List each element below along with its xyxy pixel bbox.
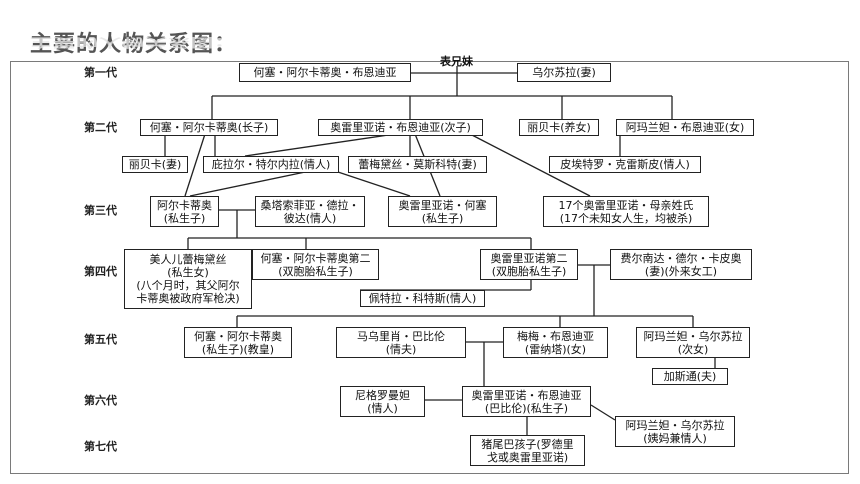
person-label-line: 阿尔卡蒂奥 — [157, 198, 212, 212]
person-label-line: (雷纳塔)(女) — [524, 342, 587, 356]
person-label-line: 尼格罗曼妲 — [355, 388, 410, 402]
person-box: 阿玛兰妲・乌尔苏拉(次女) — [636, 327, 750, 358]
person-box: 佩特拉・科特斯(情人) — [360, 290, 485, 307]
person-label-line: 阿玛兰妲・布恩迪亚(女) — [625, 121, 745, 134]
person-label-line: (私生子) — [163, 211, 206, 225]
person-label-line: 奥雷里亚诺第二 — [490, 251, 568, 265]
person-label-line: (次女) — [677, 342, 709, 356]
generation-label-7: 第七代 — [84, 440, 117, 453]
person-label-line: 美人儿蕾梅黛丝 — [149, 253, 227, 266]
person-box: 费尔南达・德尔・卡皮奥(妻)(外来女工) — [610, 249, 752, 280]
person-label-line: (情人) — [367, 401, 398, 415]
person-box: 阿玛兰妲・乌尔苏拉(姨妈兼情人) — [615, 416, 735, 447]
person-label-line: 卡蒂奥被政府军枪决) — [136, 292, 240, 305]
person-label-line: (17个未知女人生，均被杀) — [559, 211, 693, 225]
person-label-line: 阿玛兰妲・乌尔苏拉 — [625, 418, 725, 432]
person-label-line: (双胞胎私生子) — [278, 264, 353, 278]
person-label-line: 奥雷里亚诺・何塞 — [398, 198, 487, 212]
person-box: 蕾梅黛丝・莫斯科特(妻) — [348, 156, 487, 173]
person-label-line: (妻)(外来女工) — [644, 264, 718, 278]
person-box: 猪尾巴孩子(罗德里戈或奥雷里亚诺) — [470, 435, 585, 466]
person-label-line: 桑塔索菲亚・德拉・ — [260, 198, 360, 212]
person-box: 何塞・阿尔卡蒂奥・布恩迪亚 — [239, 63, 411, 82]
person-label-line: 何塞・阿尔卡蒂奥第二 — [260, 251, 371, 265]
person-label-line: 马乌里肖・巴比伦 — [357, 329, 445, 343]
person-label-line: (私生子)(教皇) — [201, 342, 275, 356]
person-box: 17个奥雷里亚诺・母亲姓氏(17个未知女人生，均被杀) — [543, 196, 709, 227]
person-label-line: (私生子) — [421, 211, 464, 225]
person-box: 美人儿蕾梅黛丝(私生女)(八个月时，其父阿尔卡蒂奥被政府军枪决) — [124, 249, 252, 309]
person-label-line: 何塞・阿尔卡蒂奥 — [194, 329, 282, 343]
person-label-line: 丽贝卡(妻) — [128, 158, 182, 171]
person-label-line: 丽贝卡(养女) — [527, 121, 591, 134]
person-label-line: 加斯通(夫) — [663, 370, 717, 383]
person-label-line: (双胞胎私生子) — [491, 264, 567, 278]
person-label-line: 戈或奥雷里亚诺) — [486, 450, 569, 464]
relation-cousins-label: 表兄妹 — [440, 55, 473, 68]
person-box: 尼格罗曼妲(情人) — [340, 386, 425, 417]
person-label-line: 猪尾巴孩子(罗德里 — [481, 437, 574, 451]
generation-label-4: 第四代 — [84, 265, 117, 278]
person-label-line: 阿玛兰妲・乌尔苏拉 — [643, 329, 743, 343]
person-box: 马乌里肖・巴比伦(情夫) — [336, 327, 466, 358]
link-g3-arcadio — [184, 133, 206, 197]
link-g3-seventeen — [469, 133, 591, 197]
person-box: 桑塔索菲亚・德拉・彼达(情人) — [255, 196, 365, 227]
person-label-line: 17个奥雷里亚诺・母亲姓氏 — [558, 198, 694, 212]
person-label-line: 奥雷里亚诺・布恩迪亚(次子) — [330, 121, 471, 134]
person-box: 奥雷里亚诺第二(双胞胎私生子) — [480, 249, 578, 280]
link-g3-jose-pilar — [334, 170, 411, 197]
person-label-line: (情夫) — [385, 342, 417, 356]
generation-label-3: 第三代 — [84, 204, 117, 217]
person-label-line: 皮埃特罗・克雷斯皮(情人) — [560, 158, 690, 171]
person-box: 阿尔卡蒂奥(私生子) — [150, 196, 219, 227]
link-g6-amaranta — [590, 404, 616, 421]
person-box: 何塞・阿尔卡蒂奥(私生子)(教皇) — [184, 327, 292, 358]
person-label-line: 费尔南达・德尔・卡皮奥 — [620, 251, 742, 265]
person-label-line: 何塞・阿尔卡蒂奥(长子) — [149, 121, 269, 134]
page-title: 主要的人物关系图： — [30, 32, 238, 57]
person-label-line: 何塞・阿尔卡蒂奥・布恩迪亚 — [253, 66, 397, 79]
generation-label-5: 第五代 — [84, 333, 117, 346]
diagram-frame — [10, 61, 849, 474]
person-label-line: 庇拉尔・特尔内拉(情人) — [211, 158, 331, 171]
person-label-line: (私生女) — [167, 266, 209, 279]
person-label-line: 奥雷里亚诺・布恩迪亚 — [471, 388, 582, 402]
person-box: 何塞・阿尔卡蒂奥第二(双胞胎私生子) — [252, 249, 379, 280]
generation-label-6: 第六代 — [84, 394, 117, 407]
person-box: 丽贝卡(养女) — [519, 119, 599, 136]
person-label-line: 乌尔苏拉(妻) — [532, 66, 596, 79]
person-box: 丽贝卡(妻) — [122, 156, 188, 173]
link-g3-arcadio-pilar — [189, 170, 311, 197]
person-box: 梅梅・布恩迪亚(雷纳塔)(女) — [503, 327, 608, 358]
person-box: 皮埃特罗・克雷斯皮(情人) — [549, 156, 701, 173]
person-box: 奥雷里亚诺・布恩迪亚(次子) — [318, 119, 483, 136]
person-label-line: (巴比伦)(私生子) — [484, 401, 569, 415]
person-box: 加斯通(夫) — [652, 368, 728, 385]
person-box: 奥雷里亚诺・何塞(私生子) — [388, 196, 497, 227]
person-label-line: 梅梅・布恩迪亚 — [517, 329, 594, 343]
link-g2-aure-pilar — [244, 133, 396, 157]
generation-label-2: 第二代 — [84, 121, 117, 134]
generation-label-1: 第一代 — [84, 66, 117, 79]
person-label-line: 佩特拉・科特斯(情人) — [368, 292, 477, 305]
person-box: 奥雷里亚诺・布恩迪亚(巴比伦)(私生子) — [462, 386, 591, 417]
person-label-line: 蕾梅黛丝・莫斯科特(妻) — [358, 158, 477, 171]
person-label-line: (姨妈兼情人) — [643, 431, 707, 445]
person-label-line: 彼达(情人) — [283, 211, 337, 225]
person-box: 阿玛兰妲・布恩迪亚(女) — [616, 119, 754, 136]
person-label-line: (八个月时，其父阿尔 — [136, 279, 240, 292]
person-box: 庇拉尔・特尔内拉(情人) — [203, 156, 339, 173]
person-box: 何塞・阿尔卡蒂奥(长子) — [140, 119, 278, 136]
person-box: 乌尔苏拉(妻) — [517, 63, 611, 82]
